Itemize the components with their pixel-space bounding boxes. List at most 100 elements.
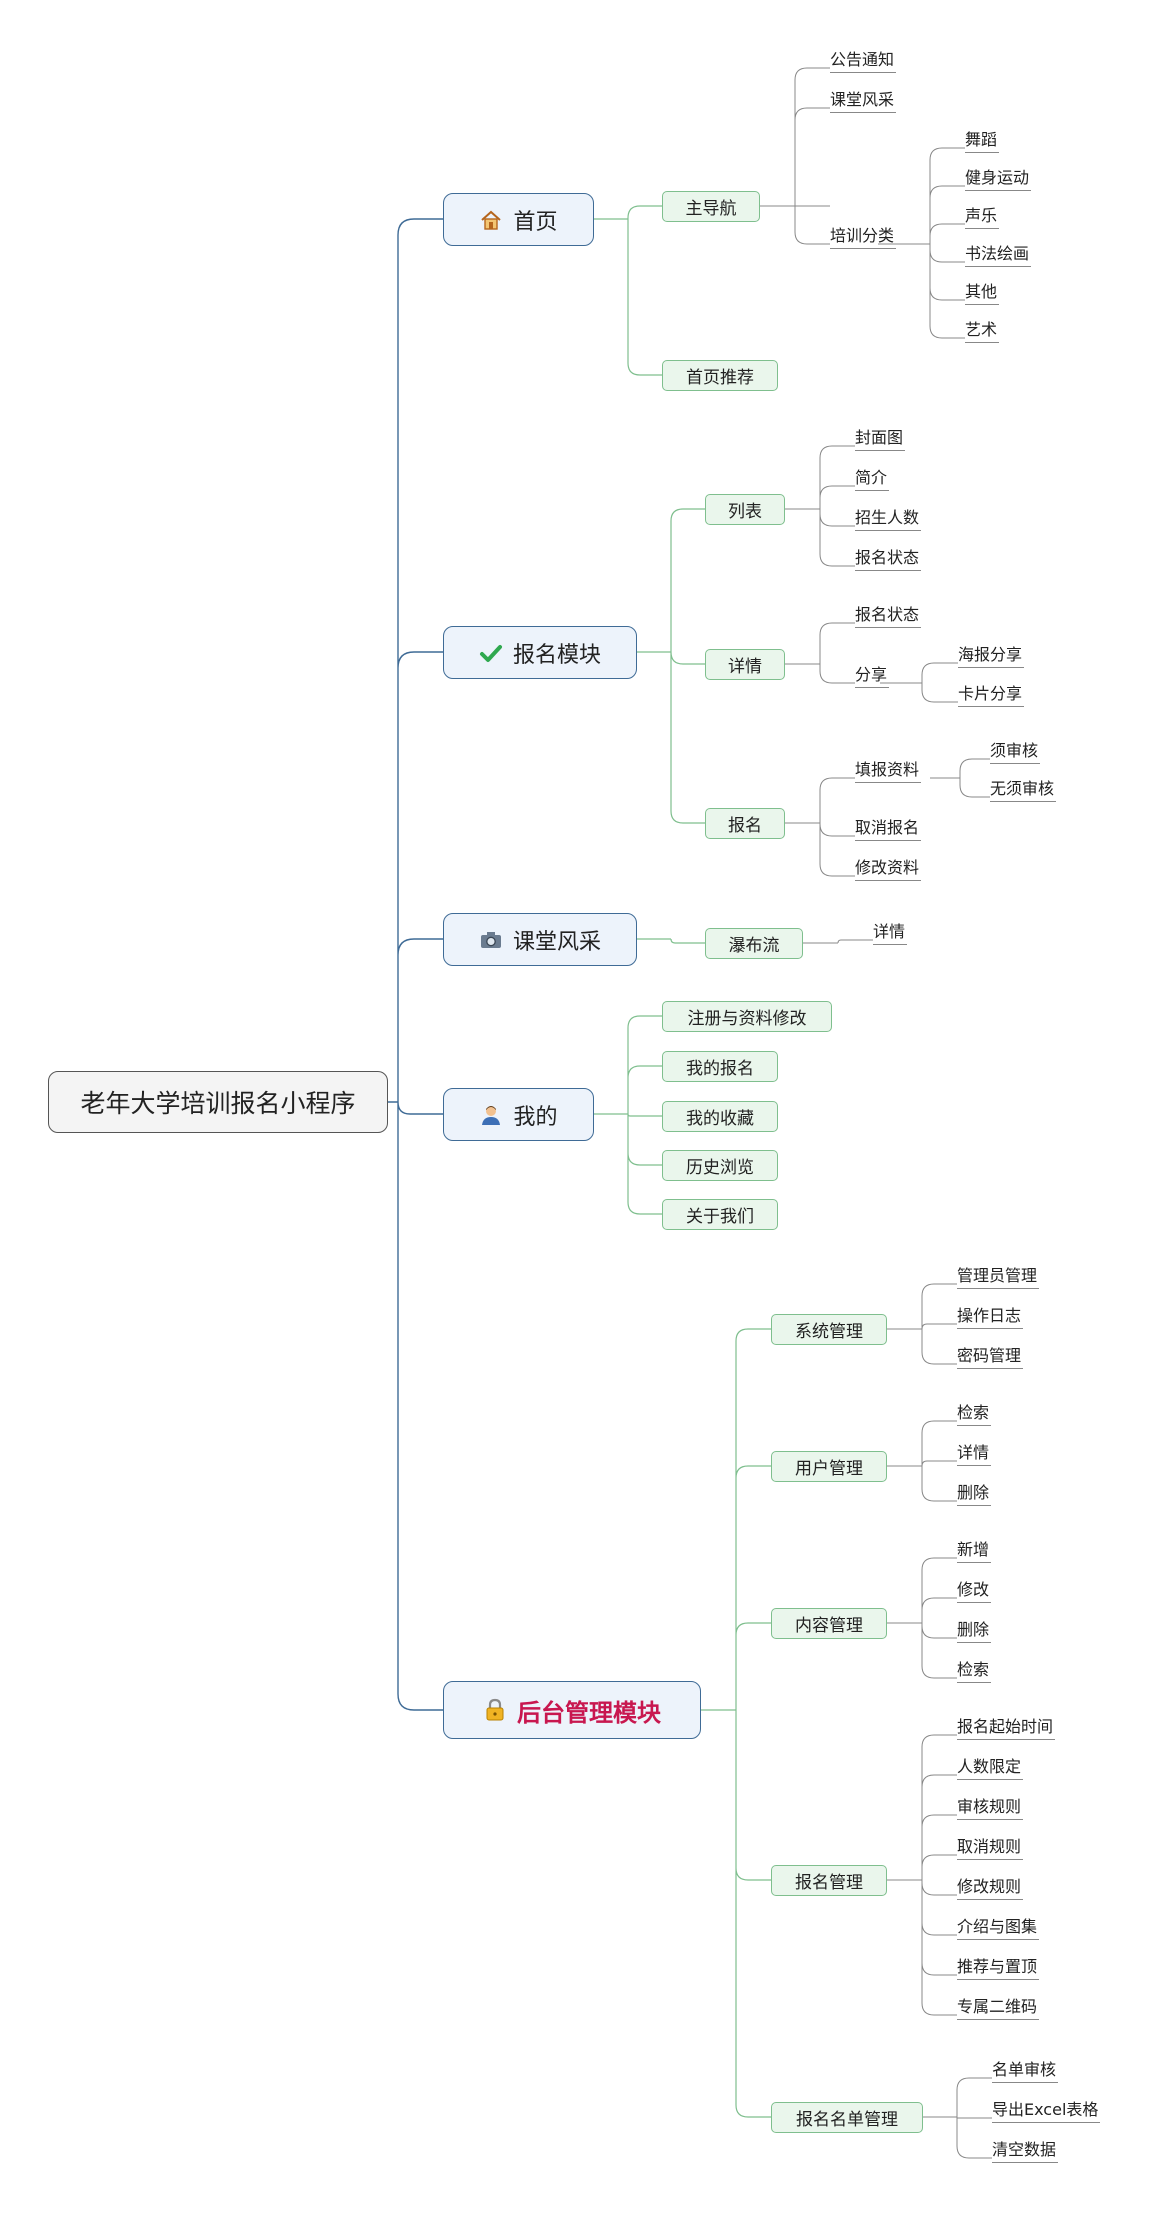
- leaf-admin-item[interactable]: 审核规则: [957, 1797, 1024, 1820]
- connector: [880, 662, 958, 703]
- leaf-detail-status[interactable]: 报名状态: [855, 605, 922, 628]
- branch-admin[interactable]: 后台管理模块: [443, 1681, 701, 1739]
- node-mine-item-label: 关于我们: [686, 1207, 754, 1227]
- connector: [785, 777, 855, 877]
- leaf-training-category[interactable]: 培训分类: [830, 226, 897, 249]
- branch-home[interactable]: 首页: [443, 193, 594, 246]
- leaf-admin-item[interactable]: 专属二维码: [957, 1997, 1040, 2020]
- node-admin-group-label: 报名管理: [795, 1873, 863, 1893]
- node-main-nav[interactable]: 主导航: [662, 191, 760, 222]
- leaf-admin-item[interactable]: 清空数据: [992, 2140, 1059, 2163]
- leaf-fill-item[interactable]: 无须审核: [990, 779, 1057, 802]
- leaf-admin-item[interactable]: 详情: [957, 1443, 992, 1466]
- leaf-admin-item[interactable]: 推荐与置顶: [957, 1957, 1040, 1980]
- node-mine-item-label: 我的收藏: [686, 1109, 754, 1129]
- branch-signup-label: 报名模块: [512, 642, 601, 668]
- node-apply-label: 报名: [728, 816, 762, 836]
- connector: [887, 1283, 957, 1365]
- connector: [785, 445, 855, 567]
- leaf-admin-item[interactable]: 删除: [957, 1620, 992, 1643]
- leaf-admin-item[interactable]: 操作日志: [957, 1306, 1024, 1329]
- branch-home-label: 首页: [513, 209, 558, 235]
- node-mine-item[interactable]: 我的收藏: [662, 1101, 778, 1132]
- leaf-admin-item[interactable]: 检索: [957, 1660, 992, 1683]
- leaf-notice[interactable]: 公告通知: [830, 50, 897, 73]
- leaf-admin-item[interactable]: 管理员管理: [957, 1266, 1040, 1289]
- check-icon: [479, 644, 502, 662]
- branch-mine[interactable]: 我的: [443, 1088, 594, 1141]
- leaf-admin-item[interactable]: 删除: [957, 1483, 992, 1506]
- leaf-list-item[interactable]: 招生人数: [855, 508, 922, 531]
- branch-gallery-label: 课堂风采: [512, 929, 601, 955]
- node-mine-item[interactable]: 历史浏览: [662, 1150, 778, 1181]
- leaf-class-style[interactable]: 课堂风采: [830, 90, 897, 113]
- node-admin-group[interactable]: 内容管理: [771, 1608, 887, 1639]
- node-main-nav-label: 主导航: [685, 199, 737, 219]
- house-icon: [481, 210, 502, 230]
- connector: [594, 1015, 662, 1215]
- leaf-cat[interactable]: 艺术: [965, 320, 1000, 343]
- node-apply[interactable]: 报名: [705, 808, 785, 839]
- connector: [887, 1420, 957, 1502]
- leaf-admin-item[interactable]: 名单审核: [992, 2060, 1059, 2083]
- node-mine-item[interactable]: 关于我们: [662, 1199, 778, 1230]
- node-home-recommend[interactable]: 首页推荐: [662, 360, 778, 391]
- branch-mine-label: 我的: [513, 1104, 558, 1130]
- leaf-admin-item[interactable]: 报名起始时间: [957, 1717, 1056, 1740]
- leaf-cat[interactable]: 舞蹈: [965, 130, 1000, 153]
- branch-gallery[interactable]: 课堂风采: [443, 913, 637, 966]
- node-detail[interactable]: 详情: [705, 649, 785, 680]
- connector: [594, 205, 662, 376]
- node-admin-group-label: 系统管理: [795, 1322, 863, 1342]
- camera-icon: [480, 931, 501, 948]
- node-waterfall-label: 瀑布流: [728, 936, 780, 956]
- leaf-admin-item[interactable]: 新增: [957, 1540, 992, 1563]
- leaf-admin-item[interactable]: 修改规则: [957, 1877, 1024, 1900]
- leaf-cat[interactable]: 声乐: [965, 206, 1000, 229]
- leaf-modify-info[interactable]: 修改资料: [855, 858, 922, 881]
- node-mine-item-label: 历史浏览: [686, 1158, 754, 1178]
- node-admin-group-label: 报名名单管理: [796, 2110, 898, 2130]
- node-waterfall[interactable]: 瀑布流: [705, 928, 803, 959]
- root-node[interactable]: 老年大学培训报名小程序: [48, 1071, 388, 1133]
- node-detail-label: 详情: [728, 657, 762, 677]
- connector: [760, 67, 830, 245]
- node-admin-group[interactable]: 报名名单管理: [771, 2102, 923, 2133]
- node-mine-item[interactable]: 注册与资料修改: [662, 1001, 832, 1032]
- leaf-admin-item[interactable]: 取消规则: [957, 1837, 1024, 1860]
- leaf-admin-item[interactable]: 修改: [957, 1580, 992, 1603]
- node-admin-group[interactable]: 报名管理: [771, 1865, 887, 1896]
- leaf-share-item[interactable]: 卡片分享: [958, 684, 1025, 707]
- leaf-fill-info[interactable]: 填报资料: [855, 760, 922, 783]
- connector: [887, 1557, 957, 1679]
- leaf-admin-item[interactable]: 介绍与图集: [957, 1917, 1040, 1940]
- node-list-label: 列表: [728, 502, 762, 522]
- lock-icon: [486, 1698, 504, 1721]
- leaf-cat[interactable]: 其他: [965, 282, 1000, 305]
- leaf-fill-item[interactable]: 须审核: [990, 741, 1041, 764]
- leaf-share-item[interactable]: 海报分享: [958, 645, 1025, 668]
- connector: [930, 758, 990, 798]
- node-admin-group[interactable]: 用户管理: [771, 1451, 887, 1482]
- leaf-list-item[interactable]: 简介: [855, 468, 890, 491]
- node-list[interactable]: 列表: [705, 494, 785, 525]
- leaf-admin-item[interactable]: 检索: [957, 1403, 992, 1426]
- leaf-cat[interactable]: 健身运动: [965, 168, 1032, 191]
- leaf-list-item[interactable]: 报名状态: [855, 548, 922, 571]
- leaf-list-item[interactable]: 封面图: [855, 428, 906, 451]
- leaf-cat[interactable]: 书法绘画: [965, 244, 1032, 267]
- leaf-admin-item[interactable]: 人数限定: [957, 1757, 1024, 1780]
- leaf-admin-item[interactable]: 导出Excel表格: [992, 2100, 1101, 2123]
- leaf-gallery-detail[interactable]: 详情: [873, 922, 908, 945]
- connector: [923, 2077, 992, 2159]
- node-admin-group[interactable]: 系统管理: [771, 1314, 887, 1345]
- connector: [701, 1328, 771, 2118]
- branch-signup[interactable]: 报名模块: [443, 626, 637, 679]
- node-mine-item[interactable]: 我的报名: [662, 1051, 778, 1082]
- leaf-admin-item[interactable]: 密码管理: [957, 1346, 1024, 1369]
- connector: [887, 1734, 957, 2016]
- connector: [637, 508, 705, 824]
- leaf-share[interactable]: 分享: [855, 665, 890, 688]
- leaf-cancel-signup[interactable]: 取消报名: [855, 818, 922, 841]
